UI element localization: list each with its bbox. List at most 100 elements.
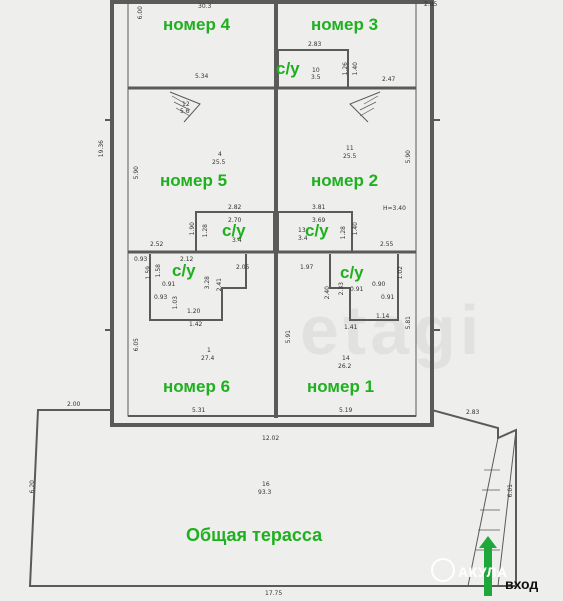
dim-label: 1.14: [376, 313, 390, 320]
dim-label: 2.40: [324, 286, 331, 300]
dim-label: 2.70: [228, 217, 242, 224]
dim-label: 16: [262, 481, 270, 488]
dim-label: 2.83: [308, 41, 322, 48]
dim-label: 0.93: [134, 256, 148, 263]
dim-label: 1.02: [397, 266, 404, 280]
dim-label: 1.28: [340, 226, 347, 240]
dim-label: 1.03: [172, 296, 179, 310]
dim-label: 5.31: [192, 407, 206, 414]
dim-label: 2.55: [380, 241, 394, 248]
bathroom-mid-left: [195, 211, 275, 253]
dim-label: 1.90: [189, 222, 196, 236]
entrance-label: вход: [505, 576, 539, 592]
terrace-ramp-edge: [467, 437, 499, 587]
dim-label: 10: [312, 67, 320, 74]
bathroom-label-mid-right: с/у: [305, 221, 329, 240]
dim-label: 27.4: [201, 355, 215, 362]
dim-label: 3.69: [312, 217, 326, 224]
dim-label: 1.28: [202, 224, 209, 238]
entrance-arrow: [479, 536, 497, 596]
dim-label: 0.91: [350, 286, 364, 293]
dim-label: 5.34: [195, 73, 209, 80]
watermark-text: АКУЛА: [458, 564, 508, 580]
dim-label: 3.4: [232, 237, 242, 244]
dim-label: 2.33: [338, 282, 345, 296]
dim-label: 0.91: [162, 281, 176, 288]
room-label-6: номер 6: [163, 377, 231, 396]
watermark-logo: [431, 558, 455, 582]
dim-label: 1.20: [187, 308, 201, 315]
outer-wall: [110, 0, 434, 427]
dim-label: 2.47: [382, 76, 396, 83]
dim-label: 3.28: [204, 276, 211, 290]
dim-label: 1.40: [352, 62, 359, 76]
dim-label: 19.36: [98, 140, 105, 158]
dim-label: 2.52: [150, 241, 164, 248]
dim-label: 6.05: [133, 338, 140, 352]
stairs-right: [349, 91, 381, 123]
bathroom-label-top: с/у: [276, 59, 300, 78]
bathroom-low-left: [149, 254, 247, 321]
dim-label: 13: [298, 227, 306, 234]
room-label-5: номер 5: [160, 171, 228, 190]
dim-label: H=3.40: [383, 205, 406, 212]
dim-label: 2.12: [180, 256, 194, 263]
dim-label: 93.3: [258, 489, 272, 496]
dim-label: 3.4: [298, 235, 308, 242]
dim-label: 0.91: [381, 294, 395, 301]
dim-label: 6.01: [507, 484, 514, 498]
room-label-2: номер 2: [311, 171, 379, 190]
dim-label: 0.93: [154, 294, 168, 301]
dim-label: 1.42: [189, 321, 203, 328]
dim-label: 3.5: [311, 74, 321, 81]
bathroom-mid-right: [277, 211, 353, 253]
dim-label: 14: [342, 355, 350, 362]
dim-label: 3.81: [312, 204, 326, 211]
dim-label: 5.90: [133, 166, 140, 180]
dim-label: 6.00: [137, 6, 144, 20]
dim-label: 1: [207, 347, 211, 354]
room-label-1: номер 1: [307, 377, 375, 396]
room-label-3: номер 3: [311, 15, 379, 34]
dim-label: 17.75: [265, 590, 283, 597]
dim-label: 2.05: [236, 264, 250, 271]
dim-label: 2.41: [216, 278, 223, 292]
dim-label: 5.81: [405, 316, 412, 330]
room-label-4: номер 4: [163, 15, 231, 34]
background-watermark: etagi: [300, 291, 484, 369]
dim-label: 5.19: [339, 407, 353, 414]
dim-label: 30.3: [198, 3, 212, 10]
dim-label: 5.90: [405, 150, 412, 164]
terrace-label: Общая терасса: [186, 525, 323, 545]
bathroom-label-low-right: с/у: [340, 263, 364, 282]
dim-label: 1.58: [155, 264, 162, 278]
dim-label: 1.97: [300, 264, 314, 271]
dim-label: 1.59: [145, 266, 152, 280]
dim-label: 2.82: [228, 204, 242, 211]
dim-label: 2.83: [466, 409, 480, 416]
dim-label: 2.00: [67, 401, 81, 408]
dim-label: 11: [346, 145, 354, 152]
dim-label: 25.5: [212, 159, 226, 166]
dim-label: 4: [218, 151, 222, 158]
terrace-ramp-edge2: [497, 429, 517, 587]
inner-outline: [127, 1, 417, 417]
dim-label: 6.20: [29, 480, 36, 494]
dim-label: 12: [182, 101, 190, 108]
dim-label: 25.5: [343, 153, 357, 160]
dim-label: 1.26: [342, 62, 349, 76]
bathroom-low-right: [329, 254, 399, 321]
dim-label: 12.02: [262, 435, 280, 442]
dim-label: 1.41: [344, 324, 358, 331]
bathroom-label-low-left: с/у: [172, 261, 196, 280]
bathroom-top: [277, 49, 349, 89]
dim-label: 26.2: [338, 363, 352, 370]
dim-label: 0.90: [372, 281, 386, 288]
dim-label: 1.40: [352, 222, 359, 236]
terrace-outline: [28, 408, 517, 587]
bathroom-label-mid-left: с/у: [222, 221, 246, 240]
dim-label: 5.91: [285, 330, 292, 344]
dim-label: 5.6: [180, 108, 190, 115]
